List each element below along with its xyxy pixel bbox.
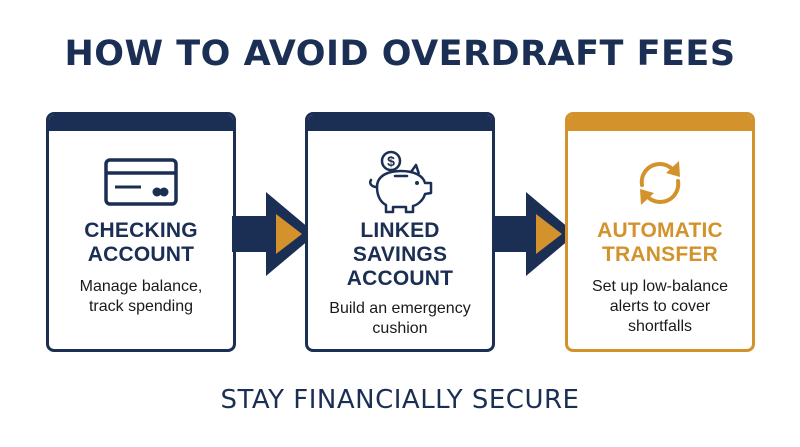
step-description-line: cushion [372, 320, 428, 337]
step-description-line: alerts to cover [609, 298, 711, 315]
page-title: HOW TO AVOID OVERDRAFT FEES [64, 34, 736, 74]
step-heading: CHECKING ACCOUNT [49, 219, 233, 267]
step-card-linked-savings: $ LINKED SAVINGS ACCOUNT Build an emerge… [305, 112, 495, 352]
step-description: Set up low-balance alerts to cover short… [568, 277, 752, 337]
step-heading-line: SAVINGS [352, 243, 448, 266]
piggy-bank-icon: $ [308, 149, 492, 215]
step-description-line: Build an emergency [329, 300, 471, 317]
step-heading-line: AUTOMATIC [597, 219, 723, 242]
step-card-automatic-transfer: AUTOMATIC TRANSFER Set up low-balance al… [565, 112, 755, 352]
step-description-line: Manage balance, [79, 278, 203, 295]
sync-arrows-icon [568, 155, 752, 211]
step-heading-line: CHECKING [84, 219, 198, 242]
flow-arrow [492, 192, 576, 281]
card-header-band [49, 115, 233, 131]
card-header-band [308, 115, 492, 131]
step-card-checking-account: CHECKING ACCOUNT Manage balance, track s… [46, 112, 236, 352]
step-description-line: track spending [88, 298, 194, 315]
step-description-line: Set up low-balance [591, 278, 729, 295]
step-description: Build an emergency cushion [308, 299, 492, 339]
step-heading-line: LINKED [360, 219, 440, 242]
credit-card-icon [49, 157, 233, 207]
flow-arrow [232, 192, 316, 281]
step-description-line: shortfalls [627, 318, 693, 335]
card-header-band [568, 115, 752, 131]
step-heading-line: ACCOUNT [87, 243, 195, 266]
coin-symbol: $ [387, 153, 395, 169]
step-heading: AUTOMATIC TRANSFER [568, 219, 752, 267]
step-heading-line: TRANSFER [602, 243, 718, 266]
step-description: Manage balance, track spending [49, 277, 233, 317]
footer-tagline: STAY FINANCIALLY SECURE [220, 385, 580, 415]
step-heading-line: ACCOUNT [346, 267, 454, 290]
step-heading: LINKED SAVINGS ACCOUNT [308, 219, 492, 291]
